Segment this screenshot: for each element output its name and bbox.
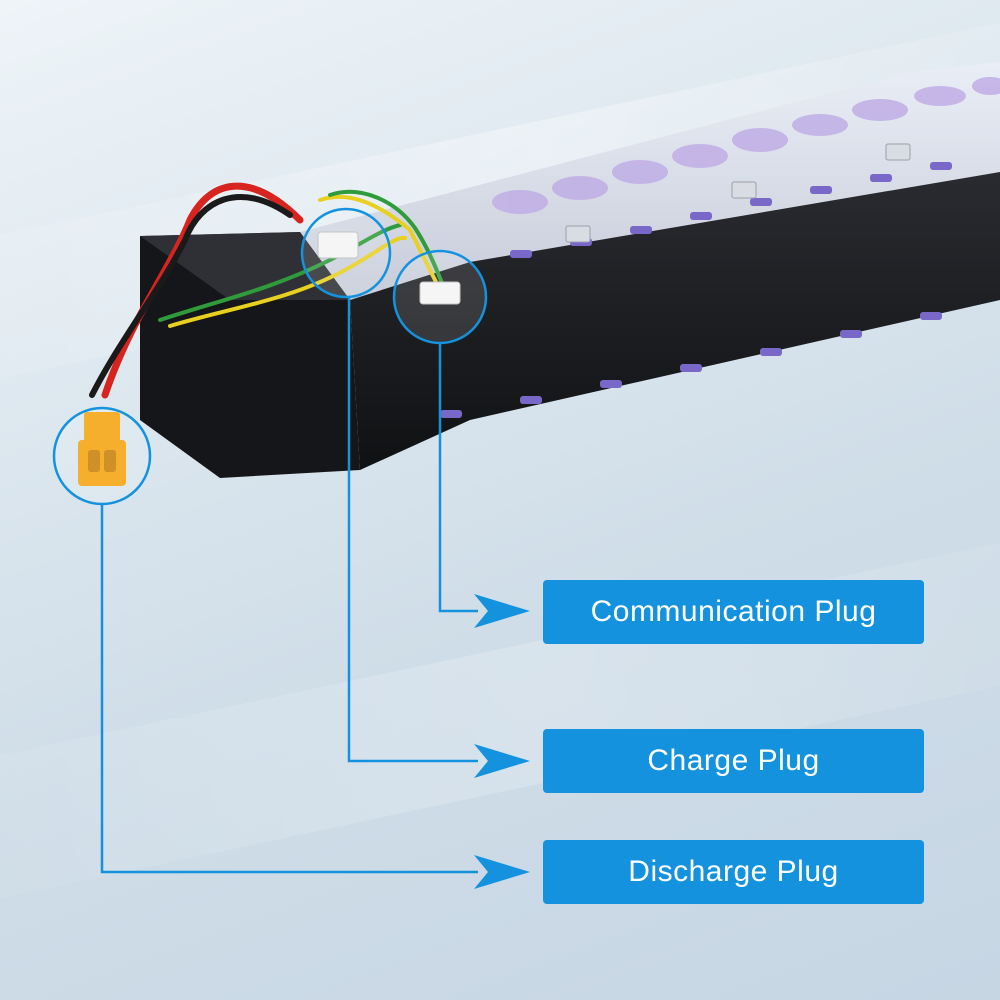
communication-highlight-circle-icon (392, 249, 488, 345)
leader-lines (100, 297, 478, 874)
charge-leader-line (347, 297, 478, 763)
battery-side (350, 172, 1000, 470)
communication-plug-label: Communication Plug (543, 580, 924, 644)
wiring (89, 182, 446, 399)
communication-leader-line (438, 343, 478, 613)
discharge-plug-label: Discharge Plug (543, 840, 924, 904)
charge-plug-label: Charge Plug (543, 729, 924, 793)
discharge-leader-line (100, 504, 478, 874)
cell-rims (440, 162, 952, 418)
black-wire (89, 194, 293, 398)
battery-pack (140, 62, 1000, 478)
end-cap-top (140, 232, 350, 300)
discharge-connector (78, 412, 126, 486)
green-wire-2 (328, 189, 446, 290)
communication-connector (419, 281, 461, 305)
arrow-right-icon (474, 594, 530, 628)
discharge-plug-text: Discharge Plug (628, 855, 839, 888)
battery-cells (492, 77, 1000, 214)
green-wire (158, 223, 402, 322)
charge-highlight-circle-icon (300, 207, 392, 299)
arrows (474, 594, 530, 889)
metal-clips (565, 143, 911, 243)
communication-plug-text: Communication Plug (590, 595, 877, 628)
arrow-right-icon (474, 744, 530, 778)
discharge-highlight-circle-icon (52, 406, 152, 506)
charge-plug-text: Charge Plug (647, 744, 820, 777)
arrow-right-icon (474, 855, 530, 889)
charge-connector (317, 231, 359, 259)
yellow-wire-2 (318, 194, 442, 292)
